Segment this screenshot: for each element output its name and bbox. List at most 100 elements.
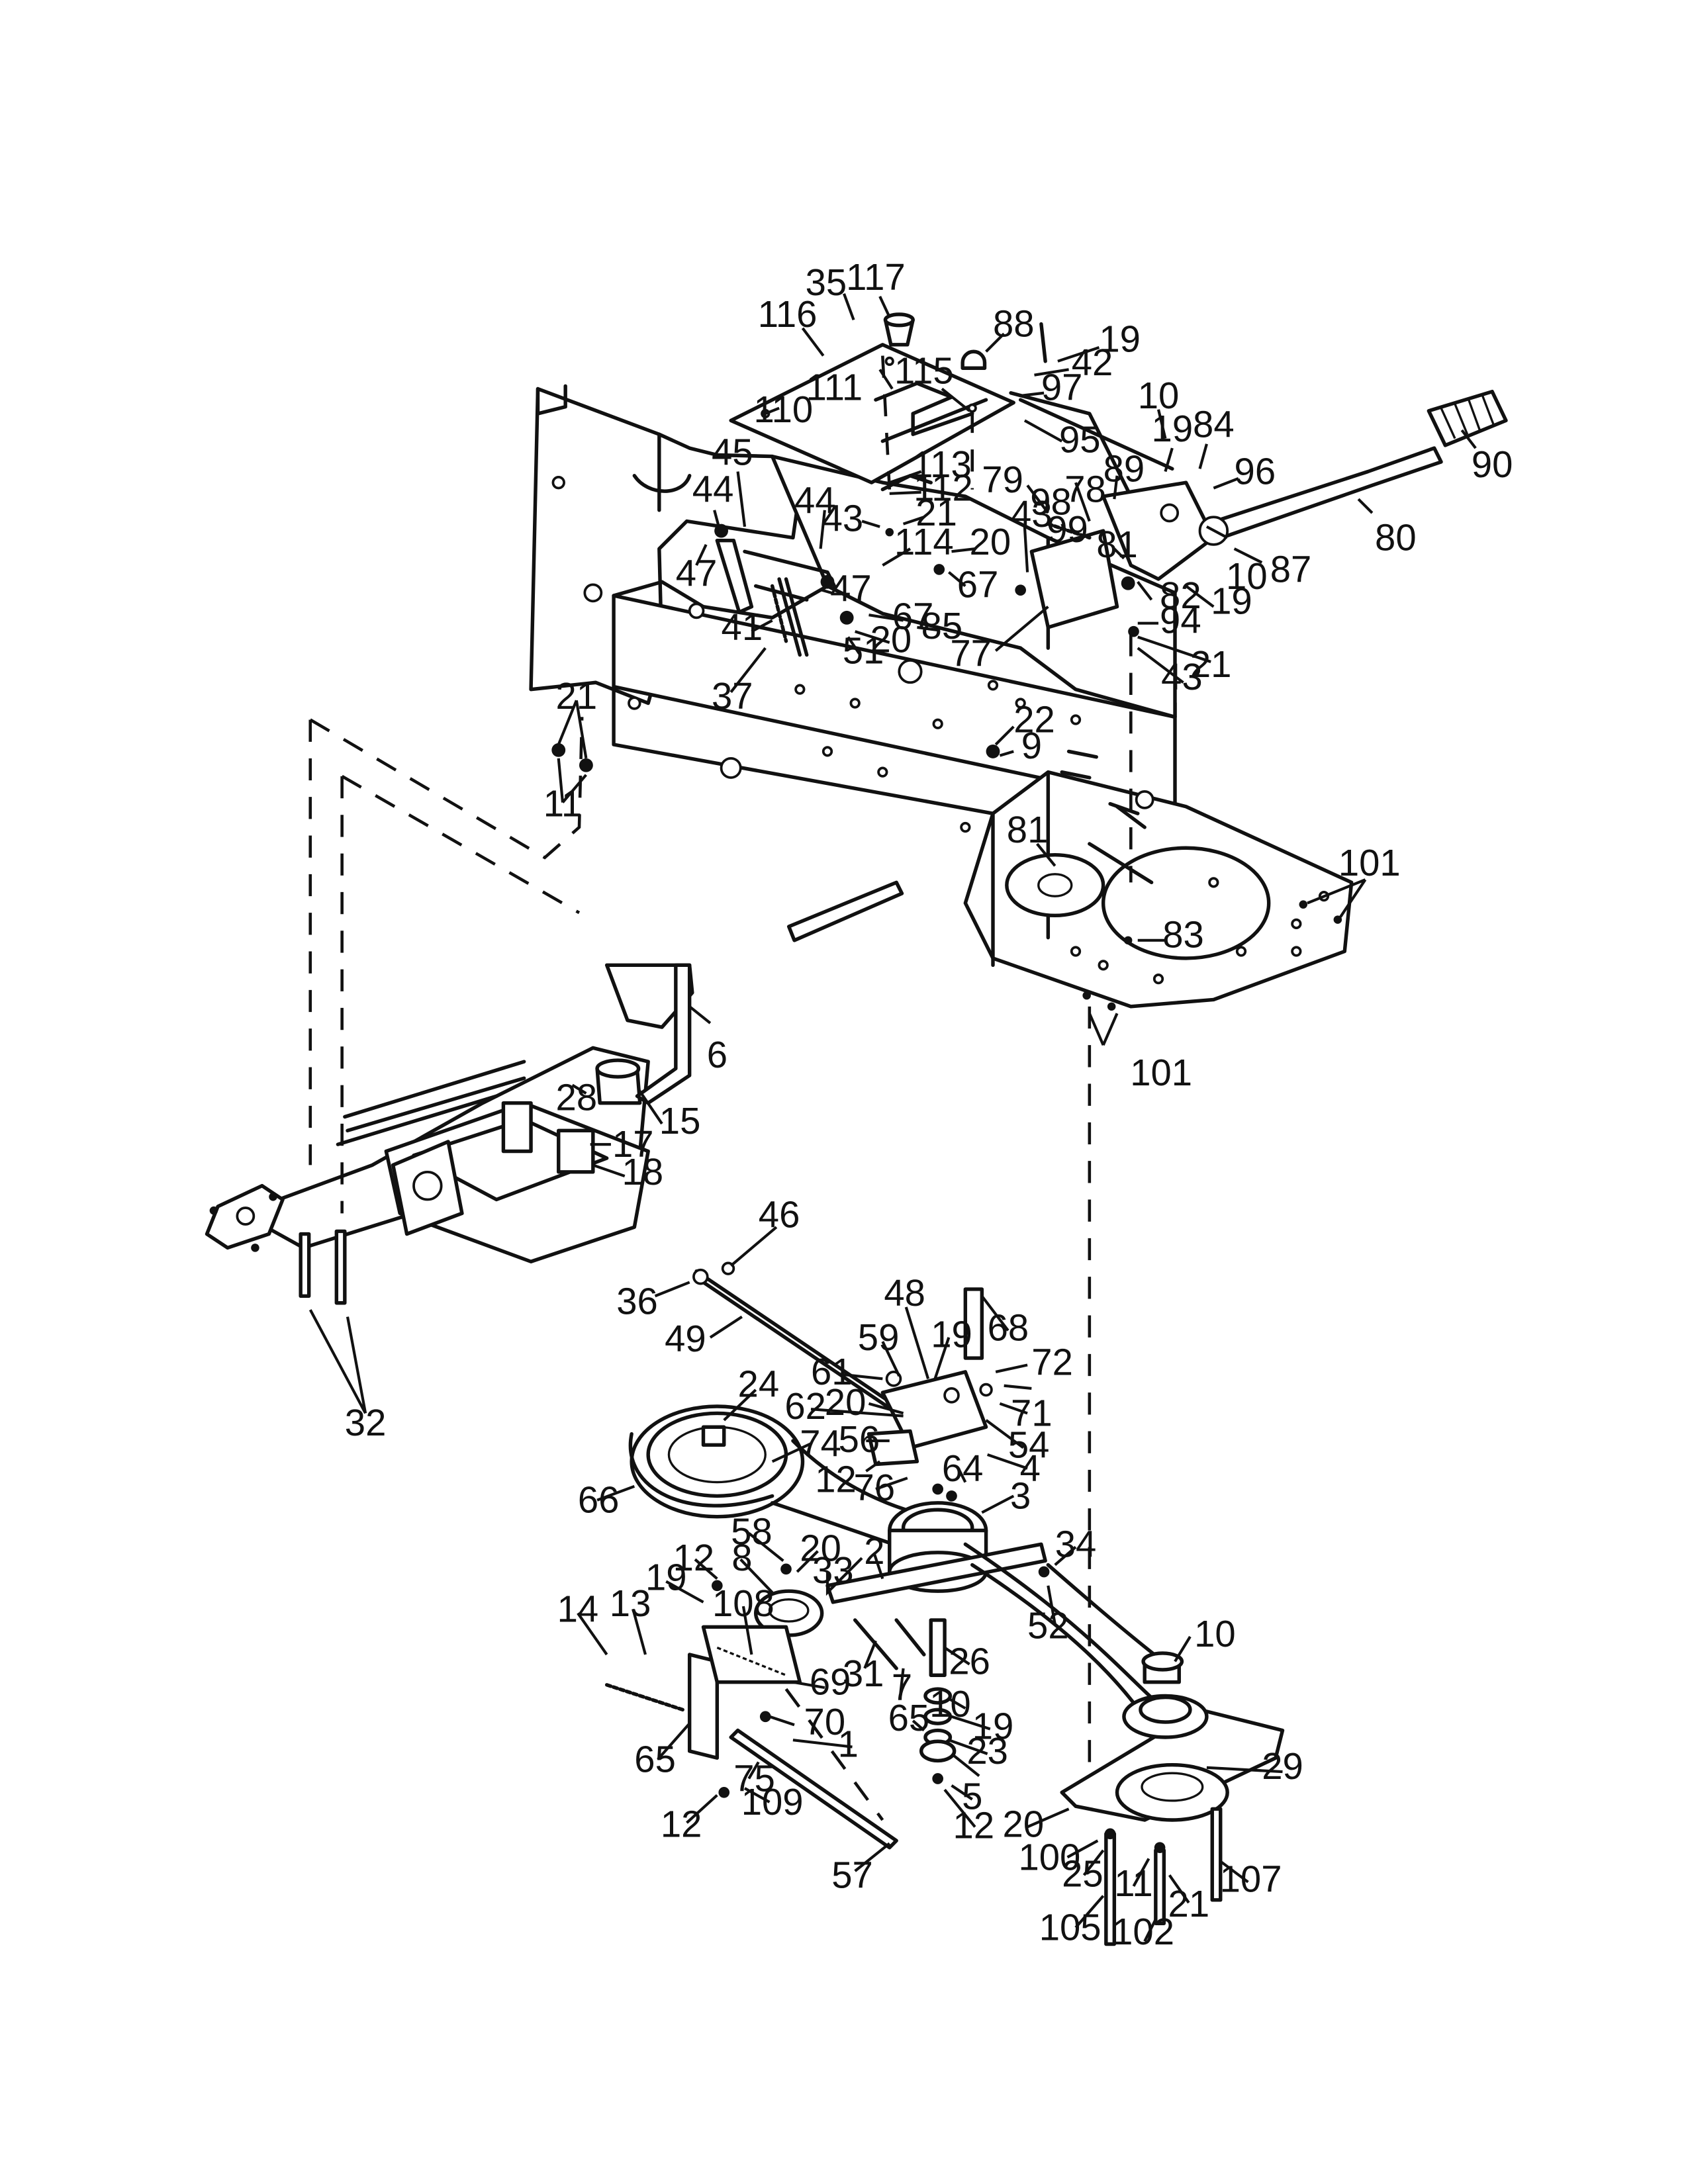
part-label-19: 19 <box>1152 408 1194 449</box>
dashed-alignment-lines <box>308 355 1133 1821</box>
part-label-101: 101 <box>1338 842 1401 884</box>
part-label-116: 116 <box>758 293 818 335</box>
part-label-8: 8 <box>731 1537 752 1578</box>
part-label-47: 47 <box>676 553 718 594</box>
drive-assembly <box>604 1261 1285 1946</box>
part-label-88: 88 <box>993 303 1035 345</box>
part-label-95: 95 <box>1059 419 1101 461</box>
part-label-18: 18 <box>622 1151 664 1193</box>
part-label-100: 100 <box>1019 1836 1081 1878</box>
part-label-21: 21 <box>1168 1883 1210 1925</box>
part-label-25: 25 <box>1062 1852 1103 1894</box>
part-label-32: 32 <box>345 1402 387 1443</box>
part-label-19: 19 <box>931 1314 972 1355</box>
part-label-20: 20 <box>970 521 1011 563</box>
part-label-69: 69 <box>810 1661 851 1703</box>
chassis-frame <box>529 384 1354 1009</box>
part-label-4: 4 <box>1020 1447 1041 1489</box>
part-label-7: 7 <box>892 1666 912 1708</box>
part-label-43: 43 <box>1011 493 1053 535</box>
part-label-11: 11 <box>543 783 582 825</box>
lever-assembly <box>715 322 1508 657</box>
part-label-43: 43 <box>822 497 864 539</box>
part-label-81: 81 <box>1007 809 1049 850</box>
part-label-13: 13 <box>610 1582 651 1624</box>
part-label-10: 10 <box>1226 555 1268 597</box>
part-label-23: 23 <box>966 1730 1008 1772</box>
control-panel-plate <box>729 343 1015 492</box>
part-label-113: 113 <box>912 443 972 485</box>
part-label-20: 20 <box>800 1527 841 1569</box>
part-label-57: 57 <box>831 1854 873 1895</box>
part-label-117: 117 <box>846 256 906 298</box>
part-label-79: 79 <box>982 459 1023 500</box>
part-label-19: 19 <box>645 1556 687 1598</box>
part-label-21: 21 <box>556 675 598 717</box>
part-label-64: 64 <box>942 1447 984 1489</box>
part-label-46: 46 <box>759 1193 800 1235</box>
part-label-33: 33 <box>812 1549 854 1591</box>
part-label-68: 68 <box>988 1306 1029 1348</box>
part-label-49: 49 <box>665 1318 706 1359</box>
part-label-74: 74 <box>800 1422 841 1464</box>
part-label-6: 6 <box>707 1034 727 1075</box>
part-label-107: 107 <box>1220 1858 1282 1900</box>
part-label-42: 42 <box>1072 341 1113 383</box>
part-label-82: 82 <box>1160 574 1201 616</box>
part-label-48: 48 <box>884 1272 925 1314</box>
part-label-12: 12 <box>815 1458 857 1500</box>
part-label-34: 34 <box>1055 1523 1097 1565</box>
part-label-115: 115 <box>894 349 954 391</box>
part-label-2: 2 <box>864 1530 884 1572</box>
part-label-70: 70 <box>804 1701 846 1743</box>
part-label-108: 108 <box>712 1582 774 1624</box>
part-label-84: 84 <box>1193 404 1235 445</box>
part-label-111: 111 <box>806 366 863 408</box>
part-label-19: 19 <box>972 1705 1014 1747</box>
part-label-77: 77 <box>950 633 992 674</box>
part-label-51: 51 <box>843 629 884 671</box>
part-label-102: 102 <box>1112 1911 1174 1952</box>
part-label-35: 35 <box>806 261 847 303</box>
part-label-109: 109 <box>741 1781 804 1823</box>
part-label-41: 41 <box>722 606 763 648</box>
part-label-66: 66 <box>578 1479 620 1521</box>
part-label-101: 101 <box>1130 1052 1192 1093</box>
part-label-29: 29 <box>1262 1745 1303 1787</box>
part-label-5: 5 <box>962 1776 982 1817</box>
leader-lines <box>308 293 1477 1942</box>
part-label-9: 9 <box>1021 725 1042 766</box>
part-label-62: 62 <box>784 1385 826 1427</box>
part-label-65: 65 <box>888 1697 930 1739</box>
part-label-85: 85 <box>921 605 963 647</box>
part-label-87: 87 <box>1270 548 1312 590</box>
part-label-52: 52 <box>1027 1604 1069 1646</box>
part-label-21: 21 <box>1190 643 1232 685</box>
part-label-12: 12 <box>673 1537 715 1578</box>
part-label-17: 17 <box>612 1123 654 1165</box>
part-label-10: 10 <box>929 1683 971 1725</box>
part-label-37: 37 <box>712 675 753 717</box>
part-label-22: 22 <box>1013 699 1055 741</box>
part-label-20: 20 <box>1003 1803 1045 1844</box>
part-label-20: 20 <box>825 1381 867 1423</box>
part-label-44: 44 <box>692 469 734 510</box>
part-label-10: 10 <box>1138 375 1180 416</box>
part-label-71: 71 <box>1011 1392 1053 1433</box>
shift-knob <box>883 312 987 370</box>
part-label-1: 1 <box>838 1723 859 1764</box>
part-label-54: 54 <box>1008 1424 1050 1465</box>
part-label-72: 72 <box>1031 1341 1073 1383</box>
part-label-67: 67 <box>892 595 934 637</box>
part-label-28: 28 <box>556 1076 598 1118</box>
part-label-65: 65 <box>634 1738 676 1780</box>
part-label-58: 58 <box>731 1511 773 1553</box>
part-label-11: 11 <box>1114 1862 1152 1904</box>
part-label-19: 19 <box>1099 318 1141 360</box>
part-label-12: 12 <box>953 1804 995 1846</box>
part-label-112: 112 <box>914 467 973 509</box>
part-label-15: 15 <box>659 1100 701 1142</box>
part-label-80: 80 <box>1375 517 1417 559</box>
